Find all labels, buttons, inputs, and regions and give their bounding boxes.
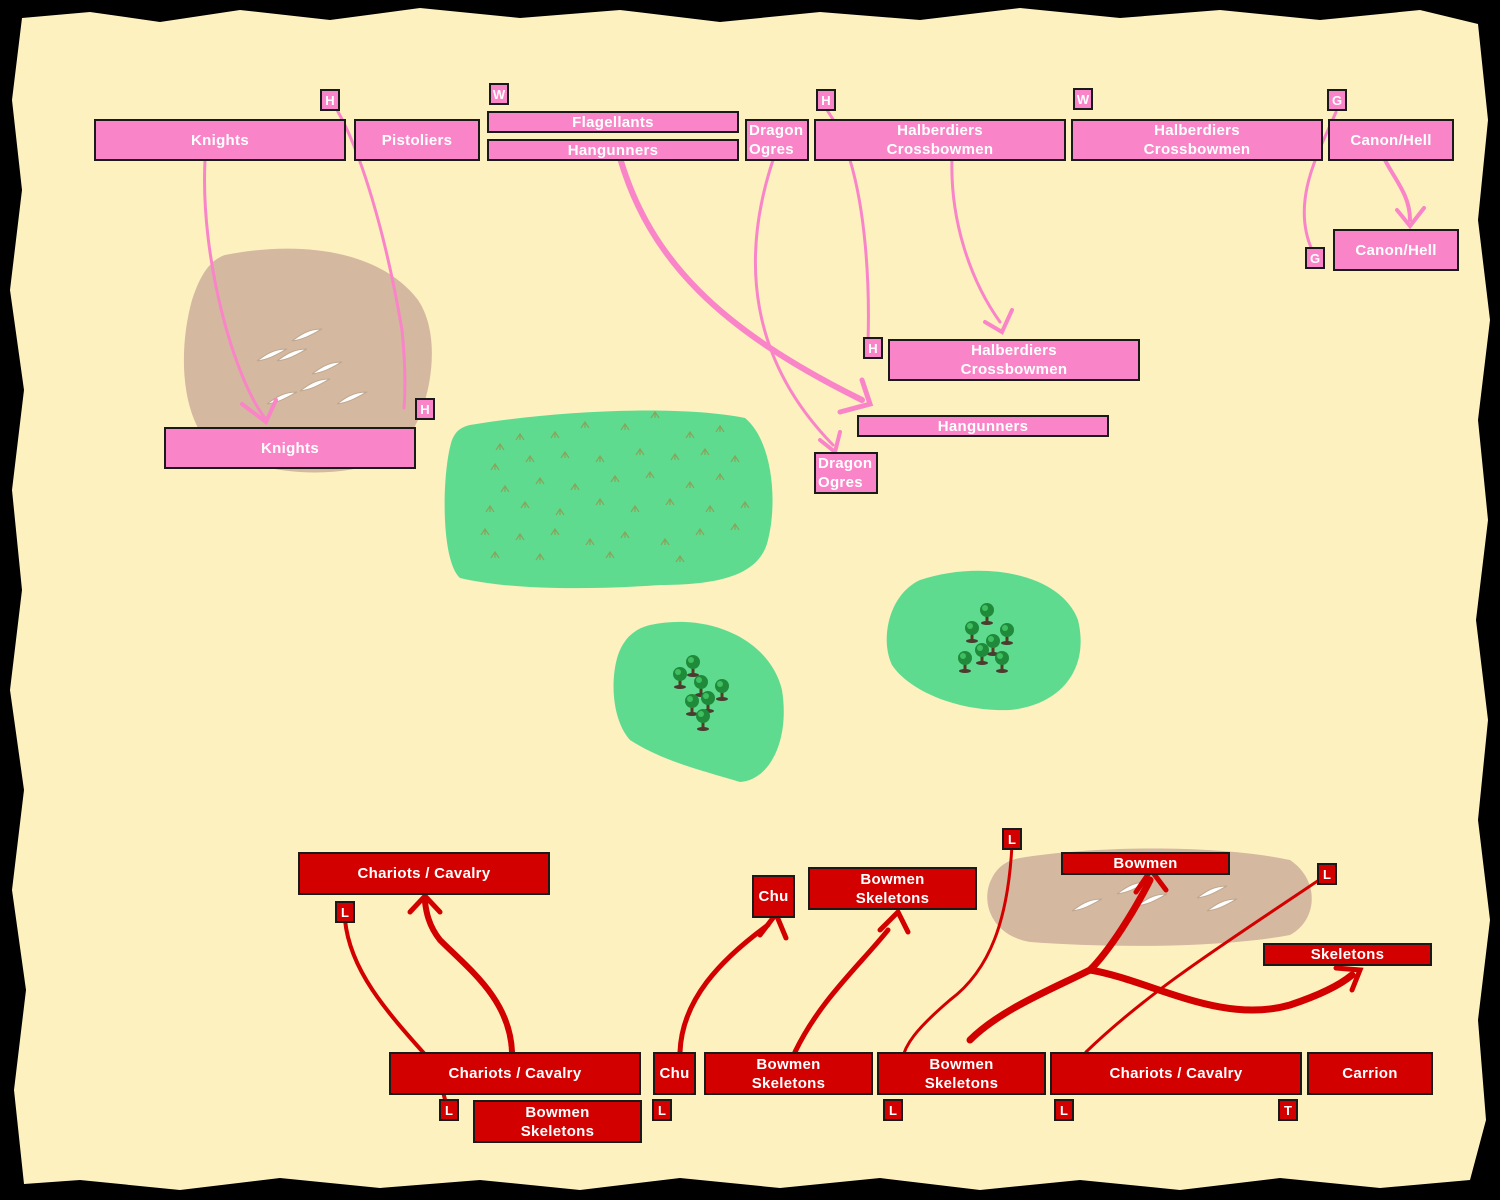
empire-knights-deploy[interactable]: Knights (94, 119, 346, 161)
vampire-tag-lord[interactable]: L (1317, 863, 1337, 885)
vampire-chariots-cavalry-deploy-2[interactable]: Chariots / Cavalry (1050, 1052, 1302, 1095)
empire-pistoliers-deploy[interactable]: Pistoliers (354, 119, 480, 161)
empire-dragon-ogres-move[interactable]: Dragon Ogres (814, 452, 878, 494)
vampire-tag-lord[interactable]: L (1002, 828, 1022, 850)
vampire-carrion-deploy[interactable]: Carrion (1307, 1052, 1433, 1095)
arrowhead-chariots-left (407, 892, 443, 915)
empire-flagellants-deploy[interactable]: Flagellants (487, 111, 739, 133)
empire-halberdiers-crossbowmen-move[interactable]: Halberdiers Crossbowmen (888, 339, 1140, 381)
vampire-bowmen-skeletons-move[interactable]: Bowmen Skeletons (808, 867, 977, 910)
vampire-bowmen-skeletons-deploy-1[interactable]: Bowmen Skeletons (473, 1100, 642, 1143)
empire-tag-wizard[interactable]: W (1073, 88, 1093, 110)
vampire-bowmen-skeletons-deploy-2[interactable]: Bowmen Skeletons (704, 1052, 873, 1095)
arrow-chu (677, 922, 771, 1055)
arrow-bowmen-lord (900, 843, 1014, 1062)
empire-halberdiers-crossbowmen-deploy-1[interactable]: Halberdiers Crossbowmen (814, 119, 1066, 161)
arrowhead-hangunners (837, 377, 874, 415)
vampire-tag-lord[interactable]: L (1054, 1099, 1074, 1121)
empire-canon-hell-deploy[interactable]: Canon/Hell (1328, 119, 1454, 161)
empire-dragon-ogres-deploy[interactable]: Dragon Ogres (745, 119, 809, 161)
arrowhead-canon-hell (1395, 206, 1426, 230)
vampire-chu-move[interactable]: Chu (752, 875, 795, 918)
arrowhead-halberdiers (983, 308, 1014, 335)
vampire-chu-deploy[interactable]: Chu (653, 1052, 696, 1095)
empire-tag-wizard[interactable]: W (489, 83, 509, 105)
empire-tag-hero[interactable]: H (816, 89, 836, 111)
arrow-halberdiers-left (848, 158, 870, 344)
arrow-chariots-left (422, 899, 515, 1055)
hill-north-west (183, 248, 432, 473)
empire-tag-hero[interactable]: H (415, 398, 435, 420)
vampire-bowmen-skeletons-deploy-3[interactable]: Bowmen Skeletons (877, 1052, 1046, 1095)
arrowhead-skeletons (1333, 965, 1364, 993)
empire-canon-hell-move[interactable]: Canon/Hell (1333, 229, 1459, 271)
arrowhead-bowmen-skel (877, 907, 911, 935)
vampire-tag-thrall[interactable]: T (1278, 1099, 1298, 1121)
empire-hangunners-deploy[interactable]: Hangunners (487, 139, 739, 161)
arrow-canon-hell (1383, 158, 1412, 222)
vampire-skeletons-move[interactable]: Skeletons (1263, 943, 1432, 966)
wood-south-centre (613, 621, 784, 782)
arrow-dragon-ogres (754, 158, 835, 447)
arrow-chariots-right-lord (1084, 876, 1324, 1054)
vampire-chariots-cavalry-move[interactable]: Chariots / Cavalry (298, 852, 550, 895)
vampire-bowmen-move[interactable]: Bowmen (1061, 852, 1230, 875)
empire-tag-hero[interactable]: H (863, 337, 883, 359)
arrow-knights (203, 158, 267, 420)
vampire-chariots-cavalry-deploy-1[interactable]: Chariots / Cavalry (389, 1052, 641, 1095)
empire-tag-general[interactable]: G (1305, 247, 1325, 269)
wood-east-centre (886, 570, 1081, 711)
empire-move-arrows (203, 108, 1426, 456)
vampire-tag-lord[interactable]: L (883, 1099, 903, 1121)
arrowhead-knights (240, 398, 278, 426)
vampire-tag-lord[interactable]: L (439, 1099, 459, 1121)
arrow-bowmen-skel (792, 927, 891, 1055)
empire-hangunners-move[interactable]: Hangunners (857, 415, 1109, 437)
empire-tag-hero[interactable]: H (320, 89, 340, 111)
forest-large-centre (444, 410, 773, 589)
empire-tag-general[interactable]: G (1327, 89, 1347, 111)
empire-halberdiers-crossbowmen-deploy-2[interactable]: Halberdiers Crossbowmen (1071, 119, 1323, 161)
empire-knights-move[interactable]: Knights (164, 427, 416, 469)
arrow-halberdiers-right (950, 156, 1002, 324)
arrow-hangunners (617, 155, 865, 403)
arrow-pistoliers (335, 108, 407, 410)
arrow-skeletons (1086, 966, 1356, 1014)
vampire-tag-lord[interactable]: L (335, 901, 355, 923)
vampire-tag-lord[interactable]: L (652, 1099, 672, 1121)
